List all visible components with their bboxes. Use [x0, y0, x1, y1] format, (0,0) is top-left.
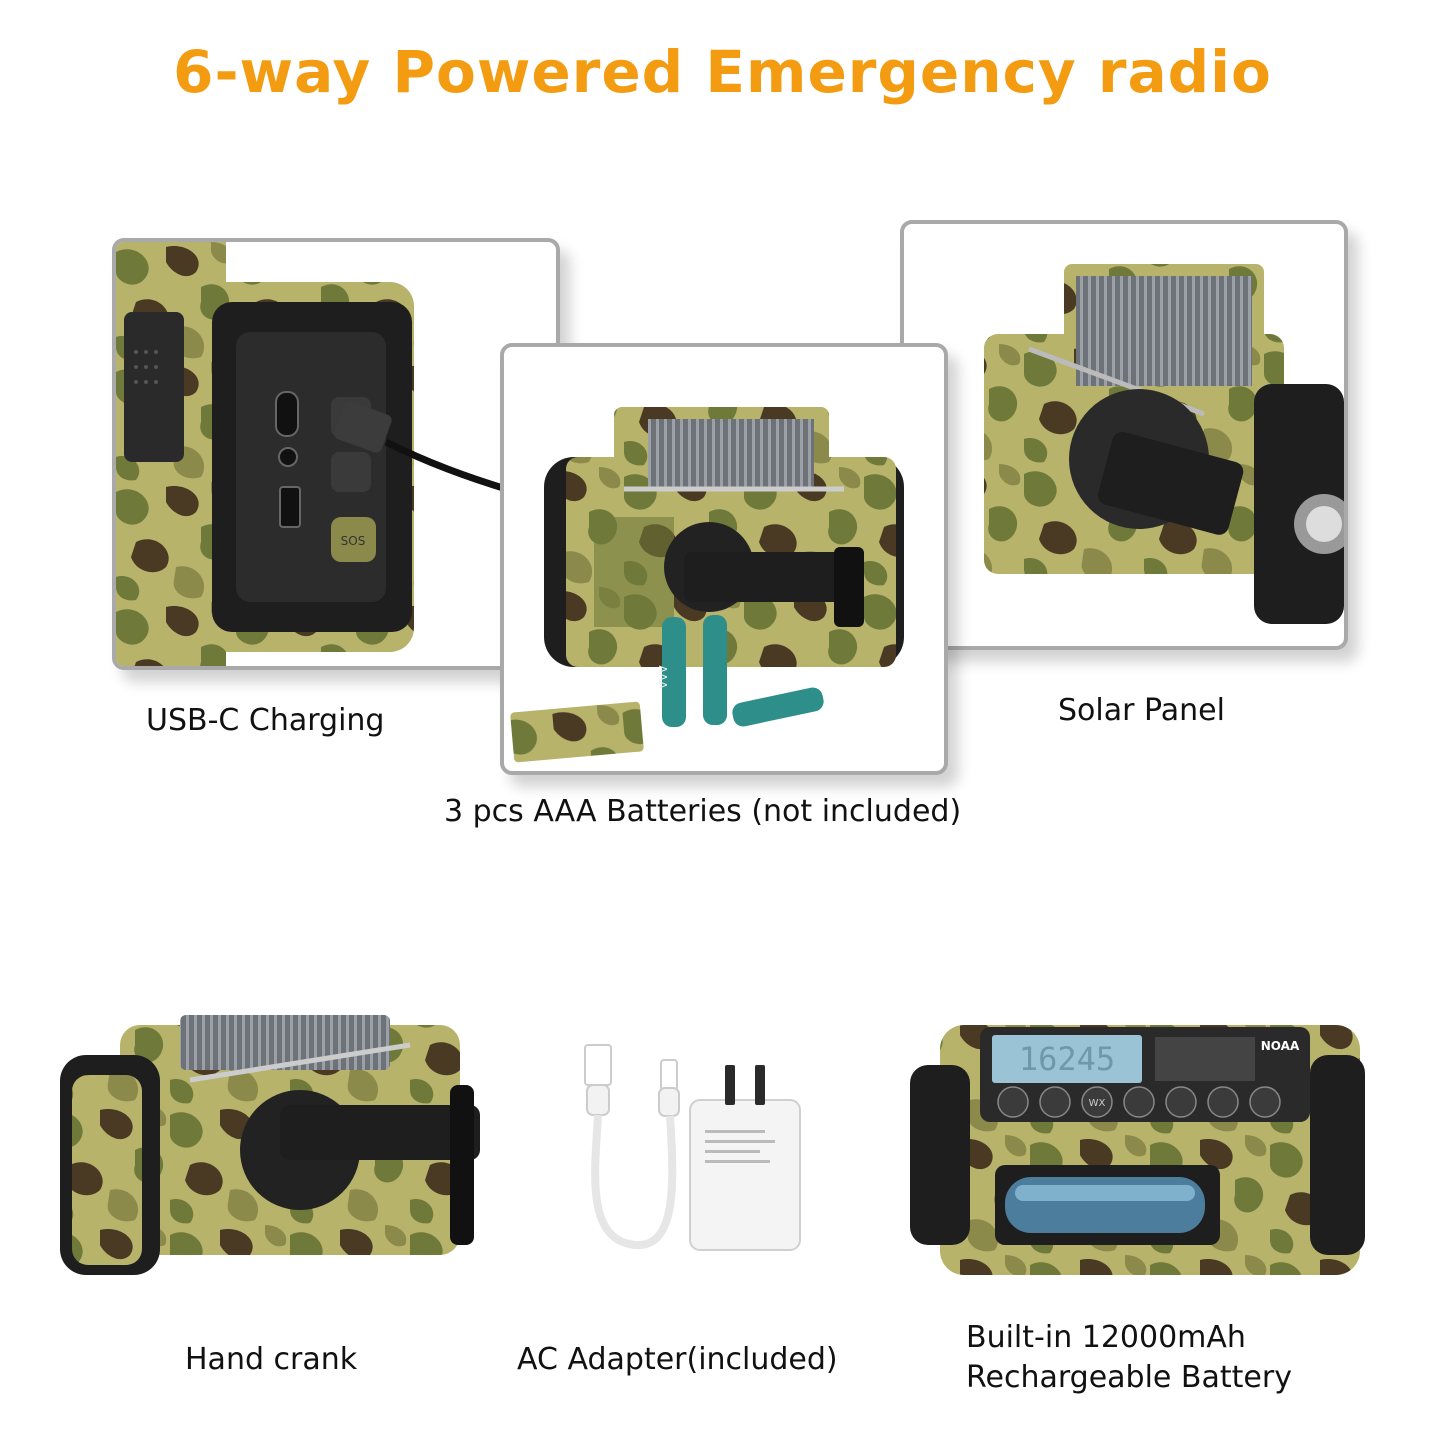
page-title: 6-way Powered Emergency radio — [173, 38, 1272, 106]
aaa-batteries-label: 3 pcs AAA Batteries (not included) — [444, 794, 962, 829]
usb-c-port-icon: SOS — [116, 242, 518, 666]
ac-adapter-label: AC Adapter(included) — [517, 1342, 838, 1377]
hand-crank-icon — [60, 1015, 480, 1275]
built-in-battery-label-line1: Built-in 12000mAh — [966, 1320, 1246, 1355]
sos-button-text: SOS — [341, 534, 366, 548]
noaa-badge: NOAA — [1261, 1039, 1300, 1053]
aaa-batteries-panel: AAA — [500, 343, 948, 775]
built-in-battery-label: Built-in 12000mAh Rechargeable Battery — [966, 1318, 1292, 1398]
built-in-battery-image: 16245 NOAA WX — [910, 1015, 1365, 1285]
hand-crank-label: Hand crank — [185, 1342, 358, 1377]
battery-print: AAA — [656, 665, 669, 689]
ac-adapter-icon — [584, 1044, 801, 1251]
usb-c-charging-panel: SOS — [112, 238, 560, 670]
rechargeable-battery-icon: 16245 NOAA WX — [910, 1025, 1365, 1275]
solar-panel-panel — [900, 220, 1348, 650]
solar-panel-icon — [984, 264, 1344, 624]
lcd-reading: 16245 — [1019, 1040, 1115, 1078]
ac-adapter-image — [565, 1040, 815, 1260]
solar-panel-label: Solar Panel — [1058, 693, 1225, 728]
aaa-battery-icon: AAA — [510, 407, 904, 763]
wx-button-text: WX — [1089, 1098, 1106, 1109]
usb-c-charging-label: USB-C Charging — [146, 703, 385, 738]
built-in-battery-label-line2: Rechargeable Battery — [966, 1360, 1292, 1395]
hand-crank-image — [50, 985, 480, 1290]
